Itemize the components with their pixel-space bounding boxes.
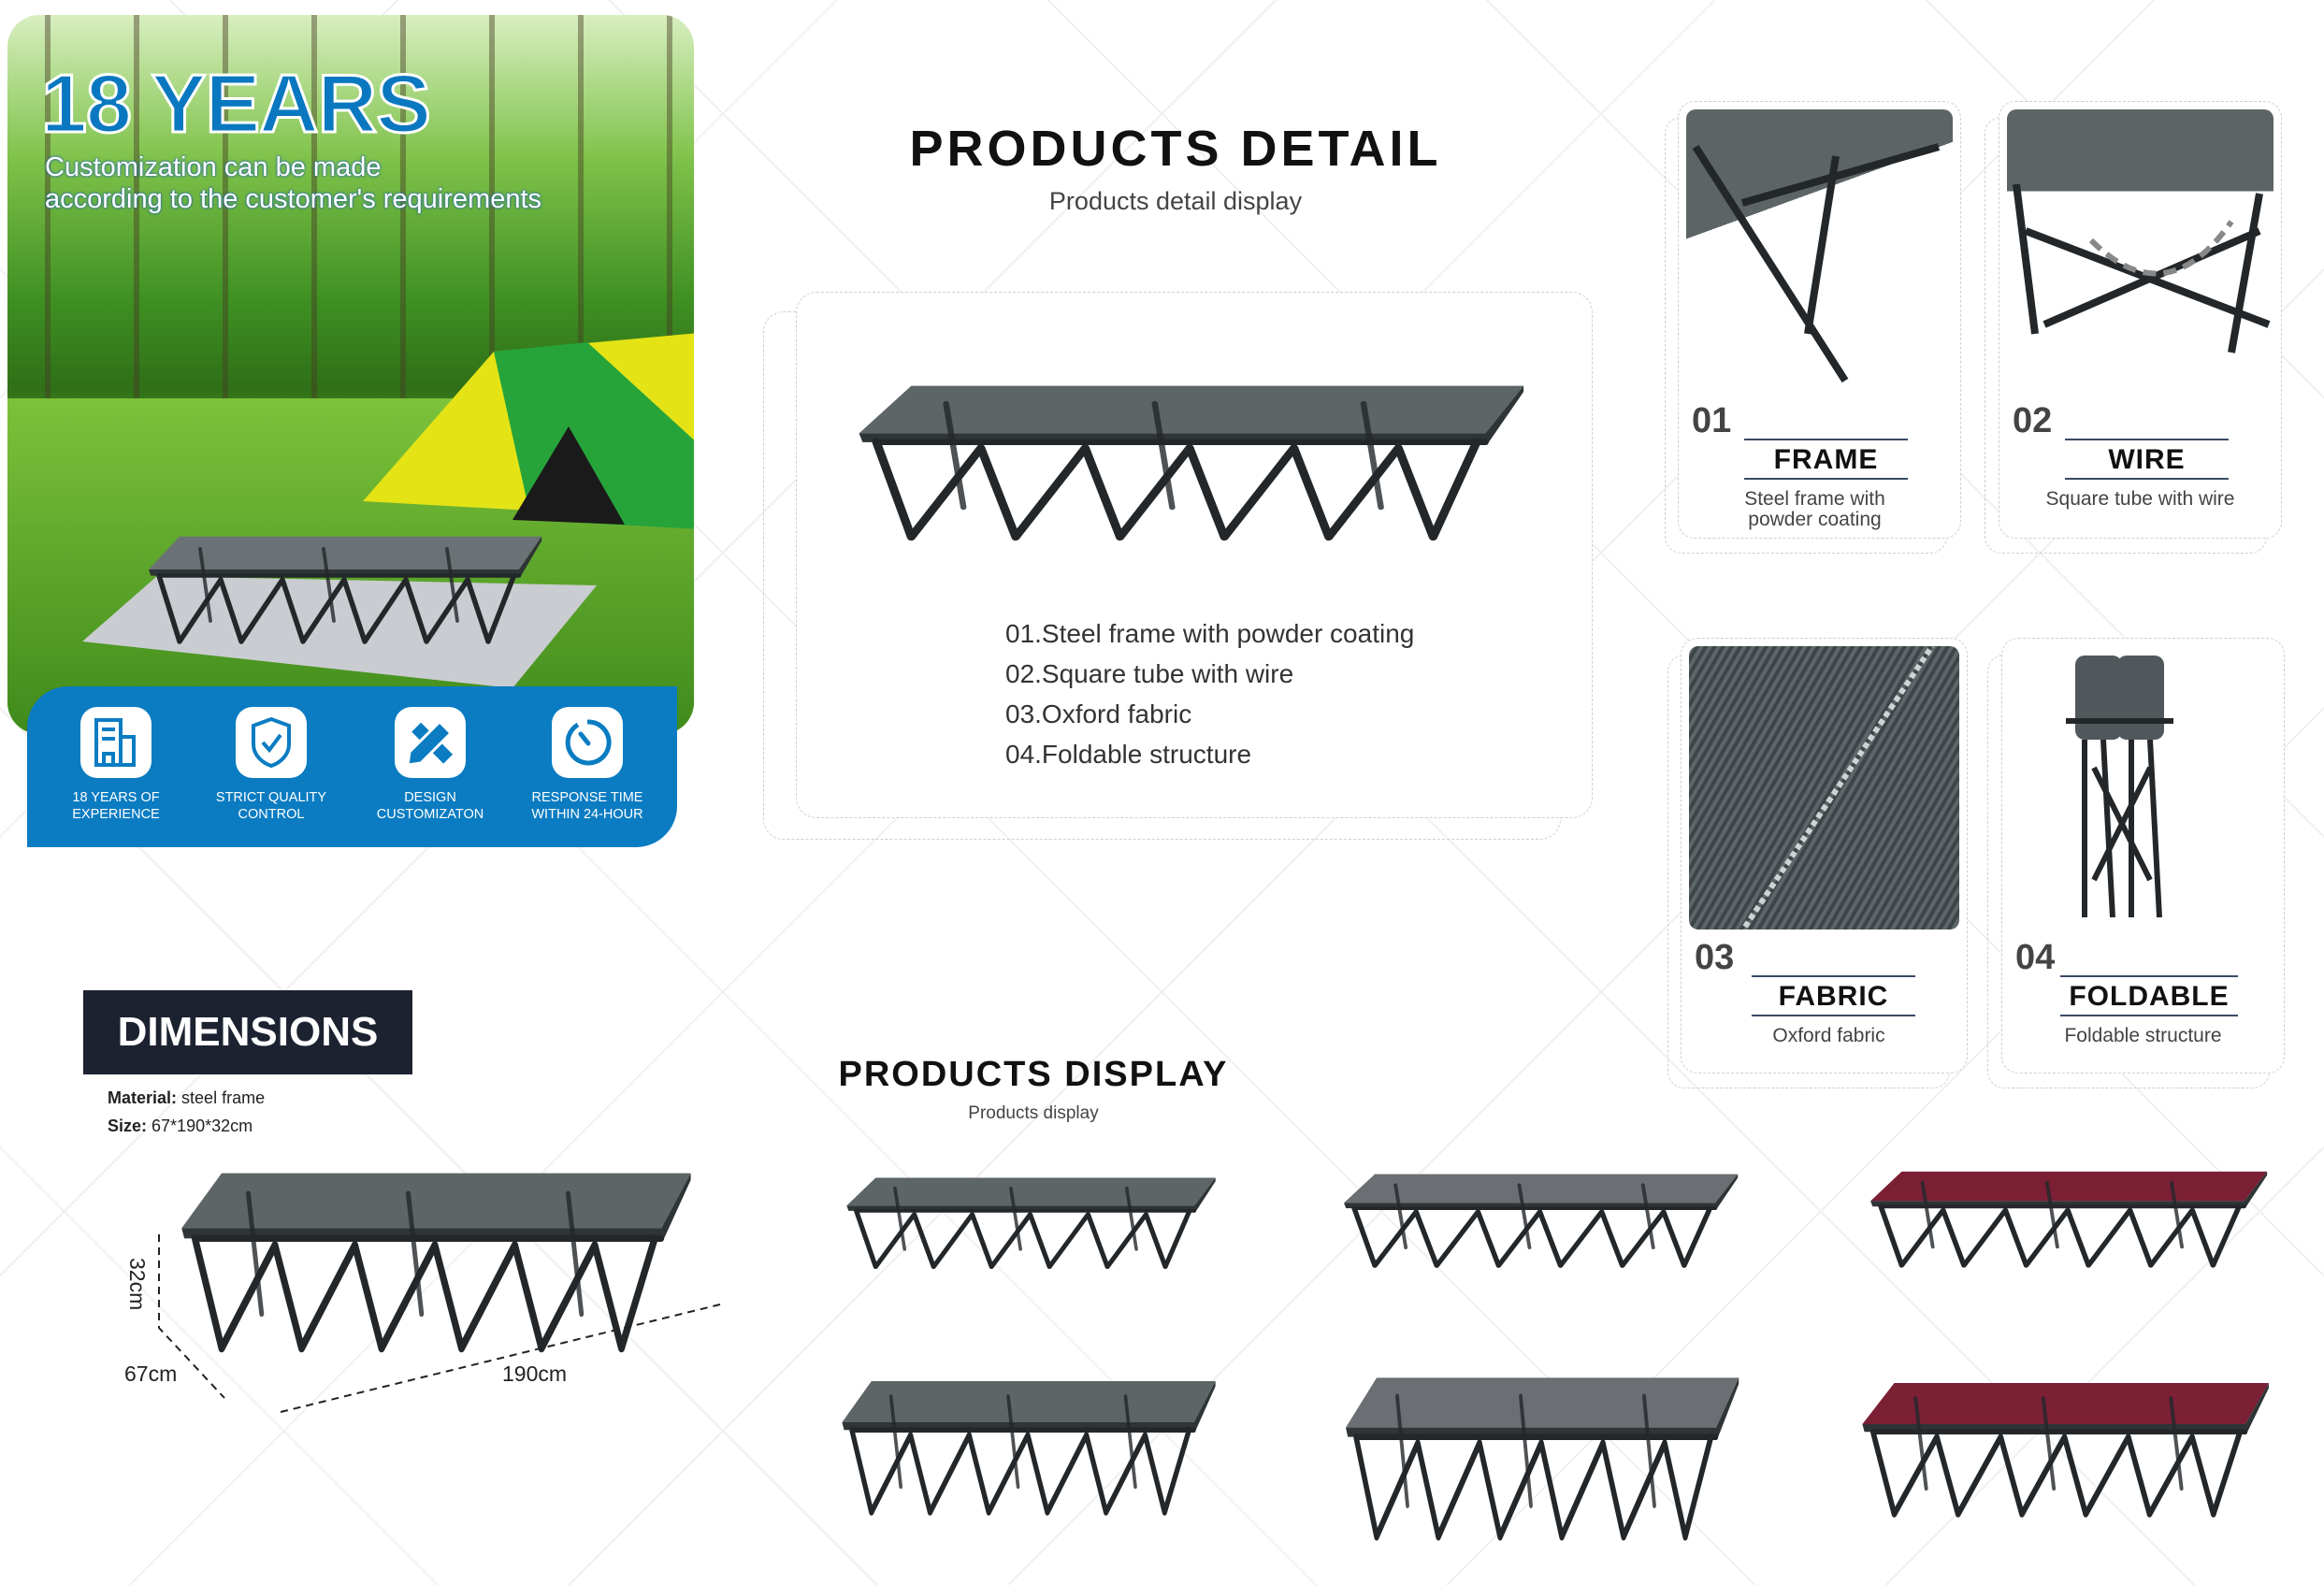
material-spec: Material: steel frame	[108, 1088, 265, 1108]
length-label: 190cm	[502, 1362, 568, 1386]
feature-design: DESIGN CUSTOMIZATON	[351, 707, 510, 823]
feature-label: 18 YEARS OF	[72, 790, 160, 805]
feature-label: EXPERIENCE	[72, 807, 160, 822]
cot-gray-angle	[832, 1371, 1223, 1525]
feature-desc: Steel frame with powder coating	[1744, 488, 1885, 530]
hero-headline: 18 YEARS	[40, 56, 433, 151]
shield-check-icon	[236, 707, 307, 778]
cot-detail-image	[842, 374, 1537, 552]
pencil-ruler-icon	[395, 707, 466, 778]
products-detail-title: PRODUCTS DETAIL	[909, 121, 1442, 177]
feature-card-frame: 01 FRAME Steel frame with powder coating	[1678, 101, 1961, 539]
cot-gray-front	[837, 1171, 1223, 1275]
products-display-subtitle: Products display	[968, 1103, 1099, 1123]
cot-stripe-front	[1334, 1167, 1746, 1275]
mat-illustration	[82, 576, 597, 688]
feature-label: CONTROL	[238, 807, 305, 822]
width-label: 67cm	[124, 1362, 178, 1386]
products-display-title: PRODUCTS DISPLAY	[838, 1055, 1229, 1094]
wire-closeup-image	[2007, 109, 2273, 382]
feature-response: RESPONSE TIME WITHIN 24-HOUR	[508, 707, 667, 823]
spec-value: 67*190*32cm	[152, 1117, 253, 1135]
hero-banner	[7, 15, 694, 734]
feature-desc: Foldable structure	[2064, 1025, 2222, 1046]
dimension-lines	[158, 1234, 721, 1413]
feature-desc: Square tube with wire	[2045, 488, 2235, 510]
tent-illustration	[363, 333, 694, 529]
height-label: 32cm	[125, 1258, 150, 1311]
feature-card-fabric: 03 FABRIC Oxford fabric	[1681, 638, 1968, 1073]
dimensions-title: DIMENSIONS	[83, 990, 412, 1074]
fabric-closeup-image	[1689, 644, 1959, 929]
detail-list-item: 03.Oxford fabric	[1005, 699, 1192, 728]
hero-subtitle: Customization can be made according to t…	[45, 151, 541, 215]
feature-card-foldable: 04 FOLDABLE Foldable structure	[2001, 638, 2285, 1073]
feature-number: 01	[1692, 401, 1732, 440]
cot-stripe-angle	[1335, 1365, 1747, 1552]
cot-maroon-angle	[1852, 1373, 2277, 1527]
feature-title: WIRE	[2065, 439, 2229, 480]
building-icon	[80, 707, 152, 778]
hero-subtitle-line: according to the customer's requirements	[45, 184, 542, 214]
features-band: 18 YEARS OF EXPERIENCE STRICT QUALITY CO…	[27, 686, 677, 847]
cot-maroon-front	[1860, 1164, 2275, 1275]
feature-label: DESIGN	[404, 790, 456, 805]
feature-title: FOLDABLE	[2060, 975, 2238, 1016]
forest-background	[7, 15, 694, 408]
timer-icon	[552, 707, 623, 778]
feature-label: RESPONSE TIME	[531, 790, 643, 805]
feature-label: CUSTOMIZATON	[376, 807, 484, 822]
feature-number: 04	[2015, 938, 2056, 977]
size-spec: Size: 67*190*32cm	[108, 1117, 253, 1136]
spec-value: steel frame	[181, 1088, 266, 1107]
spec-label: Size:	[108, 1117, 148, 1135]
detail-list: 01.Steel frame with powder coating 02.Sq…	[1005, 613, 1414, 774]
feature-label: STRICT QUALITY	[215, 790, 327, 805]
feature-title: FRAME	[1744, 439, 1908, 480]
feature-number: 03	[1695, 938, 1735, 977]
spec-label: Material:	[108, 1088, 178, 1107]
feature-title: FABRIC	[1752, 975, 1915, 1016]
frame-closeup-image	[1686, 109, 1953, 383]
cot-image	[138, 520, 550, 660]
hero-subtitle-line: Customization can be made	[45, 152, 382, 182]
detail-list-item: 04.Foldable structure	[1005, 740, 1252, 769]
feature-number: 02	[2013, 401, 2053, 440]
feature-desc: Oxford fabric	[1772, 1025, 1885, 1046]
detail-list-item: 02.Square tube with wire	[1005, 659, 1294, 688]
feature-label: WITHIN 24-HOUR	[531, 807, 643, 822]
feature-quality: STRICT QUALITY CONTROL	[192, 707, 351, 823]
folded-cot-image	[2010, 646, 2276, 929]
feature-card-wire: 02 WIRE Square tube with wire	[1999, 101, 2282, 539]
detail-card	[796, 292, 1593, 818]
products-detail-subtitle: Products detail display	[1048, 187, 1303, 215]
feature-experience: 18 YEARS OF EXPERIENCE	[36, 707, 195, 823]
detail-list-item: 01.Steel frame with powder coating	[1005, 619, 1415, 648]
